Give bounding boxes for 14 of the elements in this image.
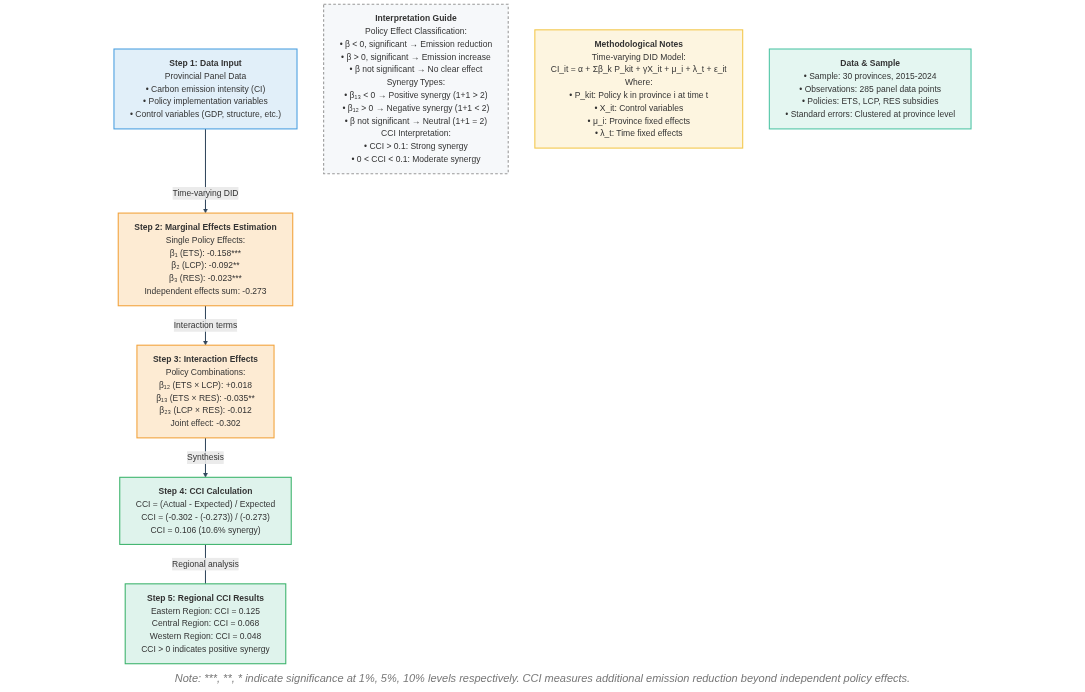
arrow [203,128,208,214]
node-box: Methodological Notes Time-varying DID Model: CI_it = α + Σβ_k P_kit + γX_it + μ_i + λ_t + ε_it Where: • P_kit: Policy k in province i at time t • X_it: Control variables • μ_i: Province fixed effects • λ_t: Time fixed effects [534,29,744,149]
edge-label: Interaction terms [173,320,238,330]
footnote: Note: ***, **, * indicate significance at 1%, 5%, 10% levels respectively. CCI measures additional emission reduction beyond independent policy effects. [174,672,911,684]
edge-label: Synthesis [187,452,224,462]
node-box: Data & Sample • Sample: 30 provinces, 2015-2024 • Observations: 285 panel data points • Policies: ETS, LCP, RES subsidies • Standard errors: Clustered at province level [768,48,972,130]
edge-label: Regional analysis [172,559,239,569]
node-box: Interpretation Guide Policy Effect Classification: • β < 0, significant → Emission reduction • β > 0, significant → Emission increase • β not significant → No clear effect Synergy Types: • β₁₃ < 0 → Positive synergy (1+1 > 2) • β₁₂ > 0 → Negative synergy (1+1 < 2) • β not significant → Neutral (1+1 = 2) CCI Interpretation: • CCI > 0.1: Strong synergy • 0 < CCI < 0.1: Moderate synergy [323,3,509,175]
node-box: Step 3: Interaction Effects Policy Combinations: β₁₂ (ETS × LCP): +0.018 β₁₃ (ETS × RES): -0.035** β₂₃ (LCP × RES): -0.012 Joint effect: -0.302 [136,344,275,439]
node-box: Step 4: CCI Calculation CCI = (Actual - Expected) / Expected CCI = (-0.302 - (-0.273)) / (-0.273) CCI = 0.106 (10.6% synergy) [119,476,292,545]
edge-label: Time-varying DID [172,188,239,198]
node-box: Step 5: Regional CCI Results Eastern Region: CCI = 0.125 Central Region: CCI = 0.068 Western Region: CCI = 0.048 CCI > 0 indicates positive synergy [124,583,287,665]
node-box: Step 2: Marginal Effects Estimation Single Policy Effects: β₁ (ETS): -0.158*** β₂ (LCP): -0.092** β₃ (RES): -0.023*** Independent effects sum: -0.273 [117,212,294,307]
node-box: Step 1: Data Input Provincial Panel Data • Carbon emission intensity (CI) • Policy implementation variables • Control variables (GDP, structure, etc.) [113,48,298,130]
